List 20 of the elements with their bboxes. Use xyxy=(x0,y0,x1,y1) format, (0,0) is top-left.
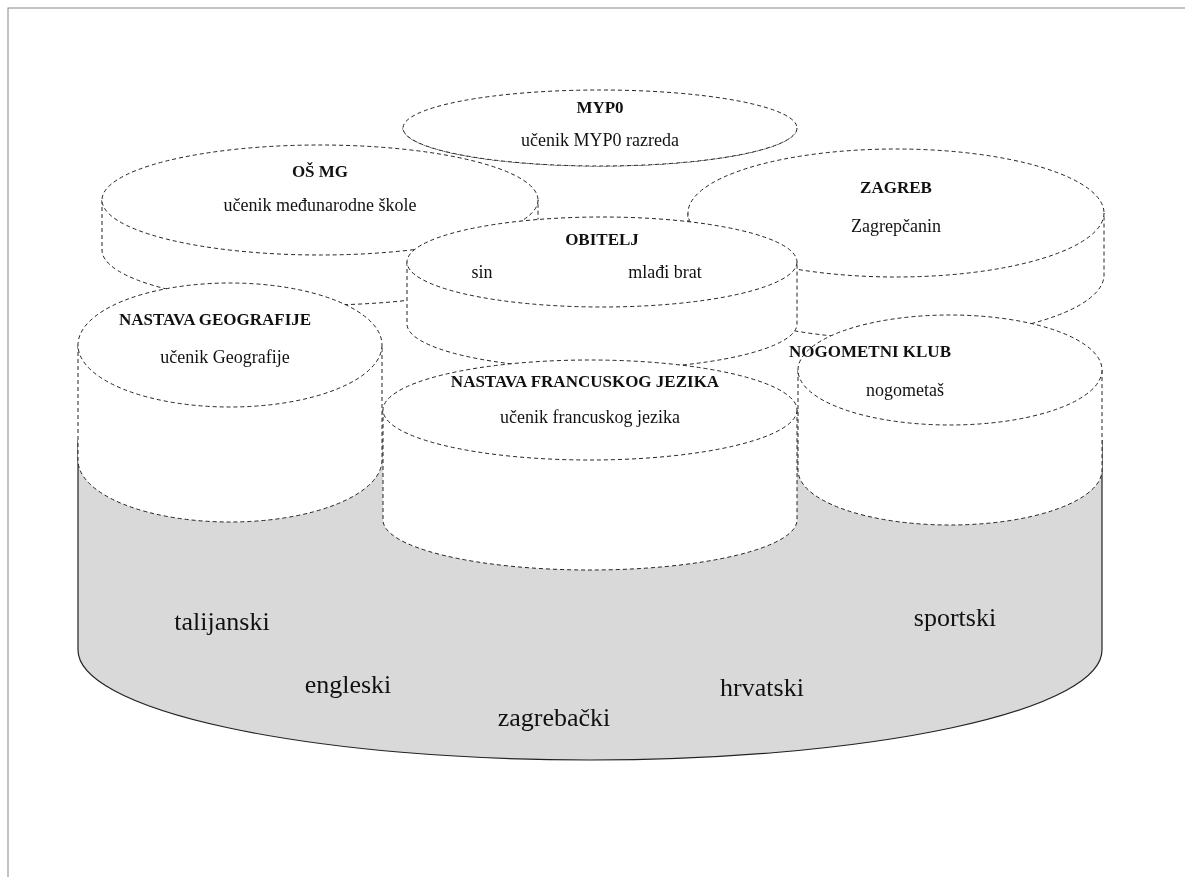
identity-label: zagrebački xyxy=(497,703,611,733)
role-label: sin xyxy=(471,261,493,283)
identity-label: talijanski xyxy=(174,607,270,637)
group-title: MYP0 xyxy=(576,98,624,118)
role-label: učenik međunarodne škole xyxy=(223,194,417,216)
role-label: nogometaš xyxy=(866,379,944,401)
group-title: OBITELJ xyxy=(565,230,639,250)
identity-label: sportski xyxy=(913,603,997,633)
identity-label: engleski xyxy=(304,670,392,700)
identity-label: hrvatski xyxy=(720,673,804,703)
role-label: mlađi brat xyxy=(628,261,702,283)
role-label: učenik MYP0 razreda xyxy=(521,129,679,151)
group-title: OŠ MG xyxy=(291,162,349,182)
group-title: NASTAVA GEOGRAFIJE xyxy=(118,310,312,330)
group-title: ZAGREB xyxy=(860,178,932,198)
group-title: NOGOMETNI KLUB xyxy=(789,342,951,362)
role-label: Zagrepčanin xyxy=(851,215,941,237)
role-label: učenik francuskog jezika xyxy=(500,406,680,428)
group-title: NASTAVA FRANCUSKOG JEZIKA xyxy=(450,372,720,392)
role-label: učenik Geografije xyxy=(160,346,290,368)
